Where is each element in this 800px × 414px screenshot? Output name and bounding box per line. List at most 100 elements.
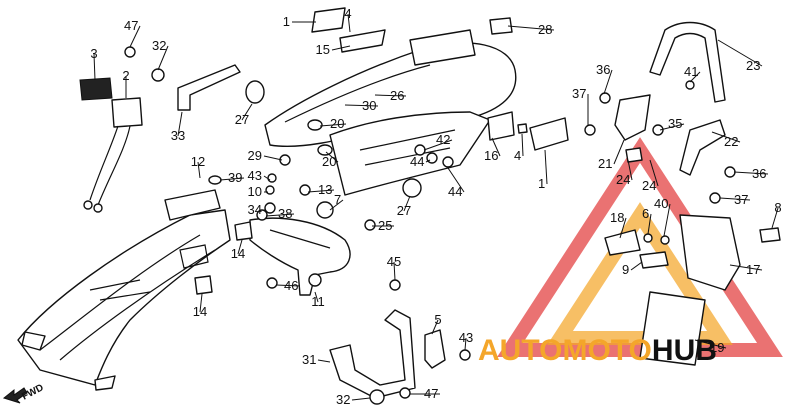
leader-line-36 (733, 171, 769, 175)
nut-44b-part (442, 156, 454, 168)
callout-4: 4 (514, 148, 521, 163)
callout-9: 9 (622, 262, 629, 277)
callout-15: 15 (316, 42, 330, 57)
callout-38: 38 (278, 206, 292, 221)
leader-line-15 (331, 45, 351, 51)
callout-13: 13 (318, 182, 332, 197)
callout-42: 42 (436, 132, 450, 147)
lens-1-right-part (529, 117, 569, 151)
callout-36: 36 (752, 166, 766, 181)
leader-line-20 (325, 151, 339, 163)
leader-line-35 (659, 123, 685, 131)
bracket-28-part (489, 17, 513, 35)
leader-line-32 (157, 45, 169, 71)
clip-9-part (639, 251, 669, 269)
bracket-5-part (424, 329, 446, 369)
svg-text:AUTOMOTOHUB: AUTOMOTOHUB (478, 334, 717, 367)
callout-30: 30 (362, 98, 376, 113)
leader-line-43 (263, 175, 271, 181)
callout-44: 44 (410, 154, 424, 169)
nut-25-part (364, 219, 376, 231)
bolt-41-part (685, 80, 695, 90)
leader-line-7 (329, 199, 344, 211)
callout-11: 11 (311, 294, 325, 309)
bolt-6-part (643, 233, 653, 243)
leader-line-44 (425, 159, 431, 163)
collar-24-part (625, 147, 643, 163)
leader-line-42 (423, 139, 453, 151)
callout-26: 26 (390, 88, 404, 103)
leader-line-1 (544, 149, 548, 185)
callout-44: 44 (448, 184, 462, 199)
relay-part (79, 77, 143, 213)
leader-line-31 (317, 359, 331, 363)
fwd-direction-marker: FWD (2, 382, 46, 404)
leader-line-14 (237, 239, 243, 255)
grommet-20-part (307, 119, 323, 131)
leader-line-36 (603, 69, 613, 95)
grab-rail-part (614, 21, 726, 176)
collar-38-part (256, 209, 268, 221)
leader-line-24 (627, 159, 633, 181)
callout-33: 33 (171, 128, 185, 143)
leader-line-5 (431, 319, 439, 335)
callout-46: 46 (284, 278, 298, 293)
callout-20: 20 (322, 154, 336, 169)
leader-line-45 (393, 261, 396, 281)
leader-line-33 (177, 111, 183, 137)
callout-45: 45 (387, 254, 401, 269)
grommet-27-part (245, 80, 265, 104)
tail-lens-part (311, 7, 386, 53)
watermark-inner-triangle (547, 202, 733, 345)
rubber-14b-part (194, 275, 213, 295)
leader-line-27 (241, 103, 253, 121)
callout-5: 5 (434, 312, 441, 327)
leader-line-38 (265, 213, 295, 217)
bolt-37-part (584, 124, 596, 136)
bracket-18-part (604, 229, 641, 256)
leader-line-4 (347, 13, 351, 33)
leader-line-4 (521, 133, 524, 157)
grommet-39-part (208, 175, 222, 185)
callout-27: 27 (397, 203, 411, 218)
leader-line-21 (613, 139, 625, 165)
leader-line-14 (199, 293, 203, 313)
callout-32: 32 (152, 38, 166, 53)
callout-32: 32 (336, 392, 350, 407)
bolt-36b-part (724, 166, 736, 178)
callout-1: 1 (538, 176, 545, 191)
leader-line-44 (447, 167, 465, 193)
bracket-8-part (759, 227, 781, 243)
cover-17-part (679, 214, 741, 291)
callout-24: 24 (642, 178, 656, 193)
plate-16-part (487, 111, 515, 141)
callout-23: 23 (746, 58, 760, 73)
leader-line-6 (647, 213, 652, 235)
leader-line-8 (771, 207, 779, 229)
leader-line-41 (689, 71, 701, 83)
rear-holder-part (249, 217, 351, 296)
callout-40: 40 (654, 196, 668, 211)
leader-line-29 (263, 155, 283, 161)
collar-35-part (652, 124, 664, 136)
bolt-7-part (316, 201, 334, 219)
watermark-word-a: AUTO (478, 334, 562, 367)
watermark-text: AUTOMOTOHUB (478, 334, 717, 367)
collar-32b-part (369, 389, 385, 405)
callout-35: 35 (668, 116, 682, 131)
leader-line-23 (717, 39, 763, 67)
bolt-13-part (299, 184, 311, 196)
callout-31: 31 (302, 352, 316, 367)
leader-line-30 (344, 104, 379, 107)
callout-25: 25 (378, 218, 392, 233)
callout-3: 3 (90, 46, 97, 61)
leader-lines (93, 13, 779, 401)
rubber-14-part (234, 221, 253, 241)
callout-21: 21 (598, 156, 612, 171)
leader-line-46 (275, 284, 301, 287)
callout-28: 28 (538, 22, 552, 37)
callout-1: 1 (283, 14, 290, 29)
leader-line-19 (694, 339, 727, 349)
callout-34: 34 (248, 202, 262, 217)
